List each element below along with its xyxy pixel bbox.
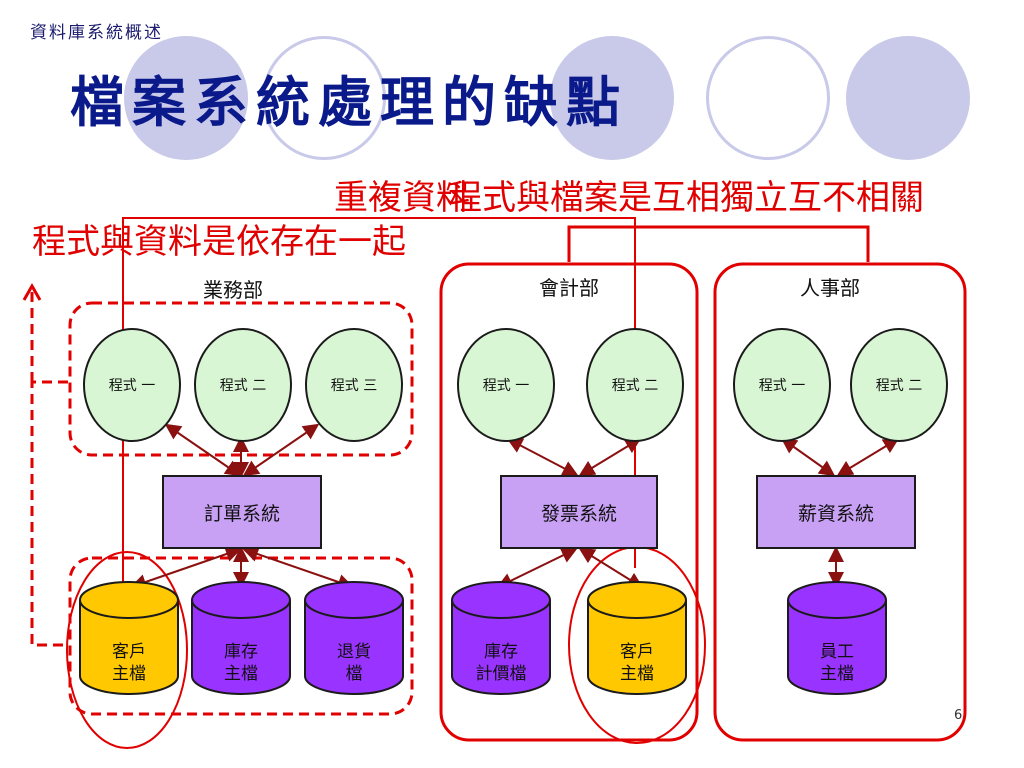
system-box-invoice: 發票系統 (500, 475, 658, 549)
dept-box-accounting (439, 262, 699, 742)
section-label: 資料庫系統概述 (30, 23, 163, 43)
file-label: 客戶 主檔 (620, 642, 654, 684)
file-label: 庫存 計價檔 (475, 642, 527, 684)
file-label: 員工 主檔 (820, 642, 854, 684)
program-node: 程式 二 (586, 328, 684, 442)
decorative-circle (706, 36, 830, 160)
dept-label-hr: 人事部 (800, 276, 860, 300)
dept-label-accounting: 會計部 (539, 276, 599, 300)
annotation-redundancy: 重複資料 (334, 178, 470, 218)
file-label: 退貨 檔 (337, 642, 371, 684)
annotation-dependence: 程式與資料是依存在一起 (32, 222, 406, 262)
program-node: 程式 一 (83, 328, 181, 442)
program-node: 程式 一 (457, 328, 555, 442)
program-node: 程式 二 (194, 328, 292, 442)
decorative-circle (124, 36, 248, 160)
system-box-payroll: 薪資系統 (756, 475, 916, 549)
file-cylinder-sales-inventory (191, 581, 291, 695)
decorative-circle (262, 36, 386, 160)
file-label: 客戶 主檔 (112, 642, 146, 684)
dept-box-sales (68, 301, 414, 457)
dept-label-sales: 業務部 (203, 278, 263, 302)
program-node: 程式 一 (733, 328, 831, 442)
decorative-circle (846, 36, 970, 160)
independence-bracket (567, 225, 870, 262)
file-label: 庫存 主檔 (224, 642, 258, 684)
file-cylinder-sales-customer (79, 581, 179, 695)
file-cylinder-hr-employee (787, 581, 887, 695)
program-node: 程式 三 (305, 328, 403, 442)
highlight-ellipse (66, 551, 188, 749)
dependence-arrow (30, 380, 68, 647)
page-title: 檔案系統處理的缺點 (70, 70, 628, 134)
file-cylinder-accounting-customer (587, 581, 687, 695)
program-node: 程式 二 (850, 328, 948, 442)
file-cylinder-sales-returns (304, 581, 404, 695)
dept-box-hr (713, 262, 967, 742)
system-box-order: 訂單系統 (162, 475, 322, 549)
file-cylinder-accounting-inventory (451, 581, 551, 695)
decorative-circle (550, 36, 674, 160)
page-number: 6 (954, 708, 963, 723)
annotation-independence: 程式與檔案是互相獨立互不相關 (448, 178, 924, 218)
